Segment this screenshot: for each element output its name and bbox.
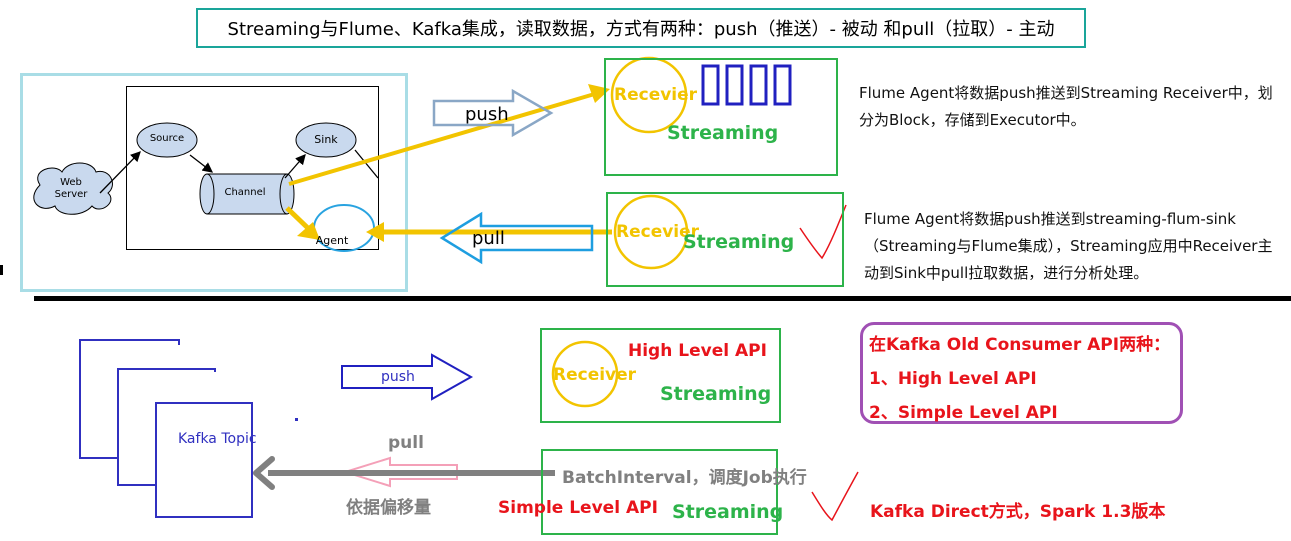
kafka-direct-note: Kafka Direct方式，Spark 1.3版本: [870, 502, 1166, 522]
receiver-label-pull: Recevier: [616, 222, 700, 242]
sink-node: [295, 122, 357, 158]
sink-label: Sink: [314, 133, 338, 146]
pull-arrow-bottom: [341, 456, 458, 488]
push-label-bottom: push: [381, 369, 415, 385]
streaming-box-push: [604, 58, 838, 176]
kafka-topic-stack: [79, 339, 253, 518]
push-arrow-bottom: [341, 353, 474, 401]
offset-label: 依据偏移量: [346, 498, 431, 518]
pull-label-top: pull: [472, 228, 505, 249]
streaming-box-simple-level: [541, 449, 778, 535]
streaming-label-push: Streaming: [667, 122, 779, 144]
push-arrow-top: [432, 88, 554, 138]
batch-interval-label: BatchInterval，调度Job执行: [562, 468, 807, 488]
pull-label-bottom: pull: [388, 433, 424, 453]
streaming-label-kafka-2: Streaming: [672, 501, 784, 523]
flume-diagram-frame: [20, 73, 408, 292]
source-label: Source: [149, 133, 185, 144]
section-divider: [34, 296, 1291, 301]
block-icons: [701, 64, 792, 106]
streaming-label-kafka-1: Streaming: [660, 383, 772, 405]
receiver-circle-pull: [613, 194, 689, 270]
web-server-label: Web Server: [54, 177, 88, 200]
consumer-api-heading: 在Kafka Old Consumer API两种：: [869, 335, 1171, 355]
push-label-top: push: [465, 104, 509, 125]
channel-label: Channel: [224, 187, 266, 198]
high-level-api-label: High Level API: [628, 341, 767, 361]
page-title: Streaming与Flume、Kafka集成，读取数据，方式有两种：push（…: [196, 8, 1086, 48]
check-mark-icon: [799, 204, 847, 260]
streaming-label-pull: Streaming: [683, 231, 795, 253]
flume-agent-box: [126, 86, 379, 250]
channel-node: [199, 173, 295, 215]
web-server-cloud-icon: [33, 162, 113, 215]
consumer-api-box: [860, 322, 1183, 424]
push-description: Flume Agent将数据push推送到Streaming Receiver中…: [859, 84, 1273, 129]
kafka-topic-label: Kafka Topic: [178, 431, 257, 447]
check-mark-icon: [811, 471, 859, 522]
simple-level-api-label: Simple Level API: [498, 498, 658, 518]
source-node: [136, 122, 198, 158]
consumer-api-item-2: 2、Simple Level API: [869, 403, 1058, 423]
pull-description: Flume Agent将数据push推送到streaming-flum-sink…: [864, 210, 1273, 282]
streaming-box-pull: [606, 192, 844, 287]
pull-arrow-top: [439, 211, 594, 265]
receiver-label-push: Recevier: [614, 85, 698, 105]
consumer-api-item-1: 1、High Level API: [869, 369, 1037, 389]
receiver-circle-kafka: [551, 340, 619, 408]
streaming-box-high-level: [540, 328, 781, 423]
receiver-label-kafka: Receiver: [553, 365, 637, 385]
agent-label: Agent: [315, 234, 349, 247]
